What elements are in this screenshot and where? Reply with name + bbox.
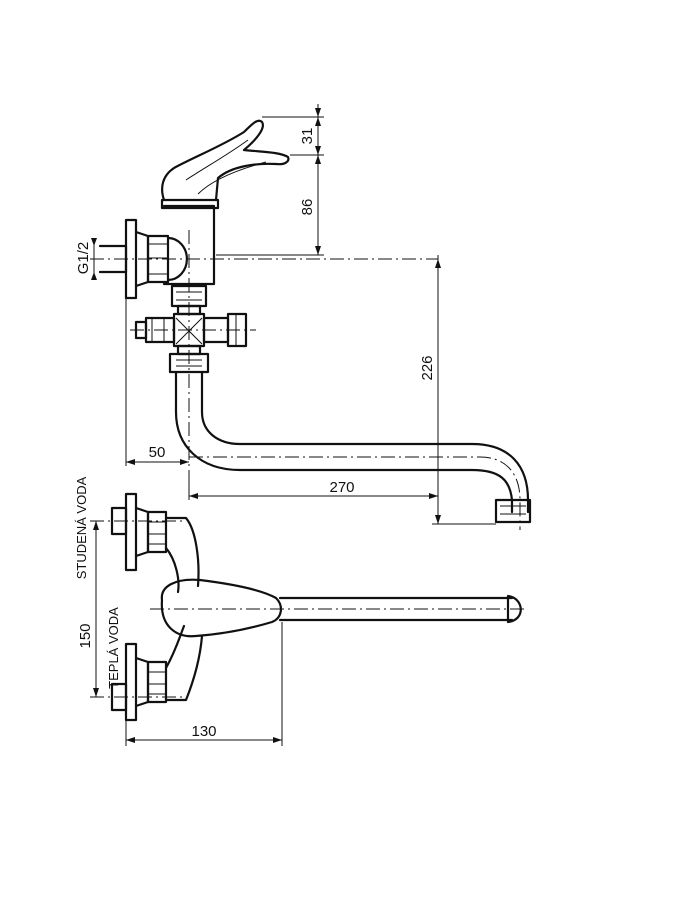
lever-handle <box>161 119 290 202</box>
dim-50-label: 50 <box>149 444 166 461</box>
diverter-fitting <box>134 284 248 374</box>
spout <box>174 370 532 524</box>
arrowheads-front <box>93 521 282 743</box>
front-view: STUDENÁ VODA TEPLÁ VODA 150 130 <box>74 476 526 746</box>
front-lever-handle <box>160 578 282 638</box>
dim-226-label: 226 <box>419 355 436 380</box>
hot-inlet-flange <box>110 642 168 722</box>
centerlines-side <box>90 230 521 530</box>
dim-150-label: 150 <box>77 623 94 648</box>
front-spout <box>278 594 522 624</box>
dim-31-label: 31 <box>299 128 316 145</box>
dim-86-label: 86 <box>299 199 316 216</box>
mixer-body <box>160 198 220 286</box>
dimension-lines-front <box>95 521 283 746</box>
side-view: 31 86 226 G1/2 50 270 <box>75 104 532 530</box>
cold-inlet-flange <box>110 492 168 572</box>
dimension-lines-side <box>93 104 496 525</box>
arrowheads-side <box>91 108 441 524</box>
hex-nut <box>146 234 170 284</box>
centerlines-front <box>90 520 526 698</box>
dim-130-label: 130 <box>191 723 216 740</box>
front-body <box>164 516 204 702</box>
dim-270-label: 270 <box>329 479 354 496</box>
hot-water-label: TEPLÁ VODA <box>106 607 121 689</box>
cold-water-label: STUDENÁ VODA <box>74 476 89 579</box>
thread-label: G1/2 <box>75 242 92 275</box>
